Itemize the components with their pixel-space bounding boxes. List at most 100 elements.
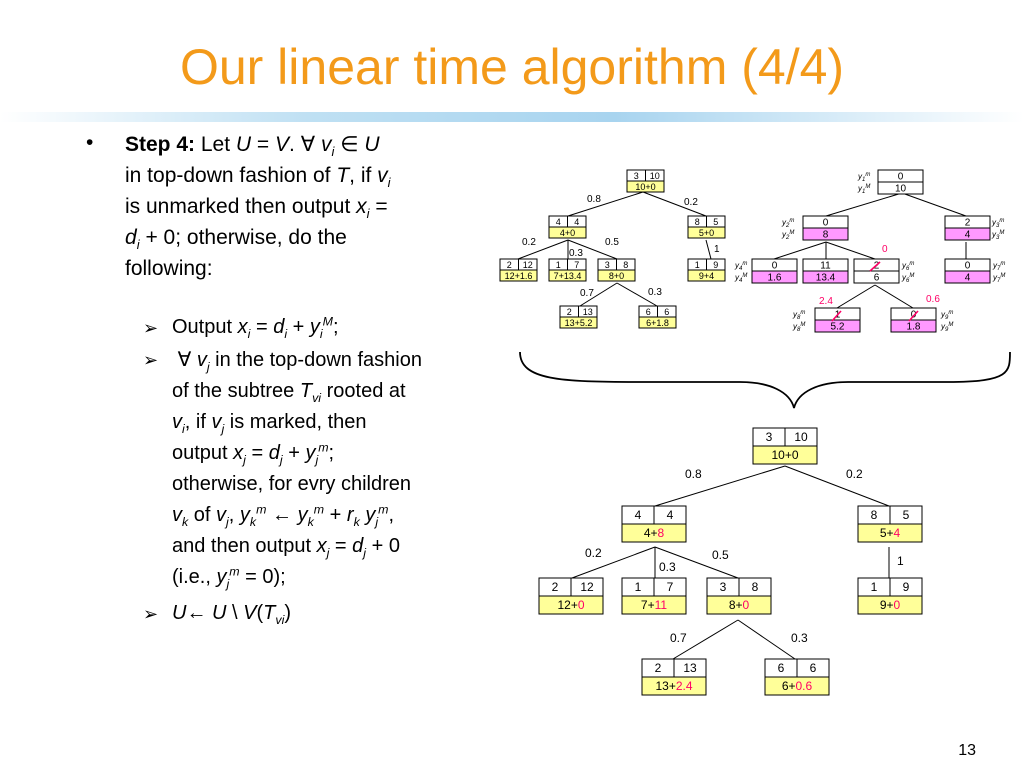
svg-text:3: 3 (766, 430, 773, 444)
edge-weight: 0.2 (585, 546, 602, 560)
y-label: y8M (792, 322, 805, 333)
svg-text:3: 3 (605, 260, 610, 270)
edge-weight: 0.3 (648, 287, 662, 298)
svg-text:2: 2 (567, 307, 572, 317)
svg-text:4: 4 (635, 508, 642, 522)
svg-text:13+5.2: 13+5.2 (565, 318, 593, 328)
edge-weight: 0.5 (605, 237, 619, 248)
page-number: 13 (958, 742, 976, 759)
svg-text:5: 5 (713, 217, 718, 227)
svg-text:8: 8 (623, 260, 628, 270)
edge-weight: 0.3 (569, 248, 583, 259)
svg-text:7+13.4: 7+13.4 (554, 271, 582, 281)
svg-text:13: 13 (583, 307, 593, 317)
update-value: 2.4 (819, 296, 833, 307)
svg-text:10+0: 10+0 (771, 448, 798, 462)
arrow-bullet-icon: ➢ (143, 318, 159, 338)
substep-forall-line-4: output xj = dj + yjm; (172, 440, 335, 467)
edge-weight: 0.8 (685, 467, 702, 481)
y-tree-node: 08 (802, 215, 849, 241)
svg-text:6: 6 (874, 273, 880, 284)
y-label: y3M (991, 230, 1004, 241)
y-tree-node: 01.6 (751, 258, 798, 284)
y-label: y4m (734, 261, 747, 272)
svg-text:6+0.6: 6+0.6 (782, 679, 813, 693)
step-label: Step 4: (125, 133, 196, 156)
substep-forall-line-2: of the subtree Tvi rooted at (172, 380, 406, 405)
svg-text:8: 8 (695, 217, 700, 227)
edge-weight: 0.3 (791, 631, 808, 645)
y-label: y8m (792, 310, 805, 321)
step4-line-2: in top-down fashion of T, if vi (125, 164, 391, 191)
bullet-dot: • (86, 131, 94, 154)
substep-update-U: U← U \ V(Tvi) (172, 602, 292, 627)
svg-text:10: 10 (895, 184, 907, 195)
big-tree-node: 8 55+4 (857, 505, 923, 543)
y-tree-node: 26 (853, 258, 900, 284)
svg-text:6+1.8: 6+1.8 (646, 318, 669, 328)
update-value: 0 (882, 244, 888, 255)
small-tree-node: 8 55+0 (687, 215, 726, 239)
svg-text:6: 6 (778, 661, 785, 675)
svg-text:2: 2 (552, 580, 559, 594)
svg-text:10: 10 (650, 171, 660, 181)
edge-weight: 1 (897, 554, 904, 568)
y-label: y1m (857, 172, 870, 183)
edge-weight: 0.7 (670, 631, 687, 645)
svg-text:11: 11 (820, 261, 831, 272)
svg-text:0: 0 (965, 261, 971, 272)
y-label: y9M (940, 322, 953, 333)
svg-text:3: 3 (634, 171, 639, 181)
edge-weight: 0.8 (587, 194, 601, 205)
svg-text:9: 9 (903, 580, 910, 594)
svg-text:8: 8 (752, 580, 759, 594)
y-label: y6m (901, 261, 914, 272)
svg-text:8: 8 (823, 230, 829, 241)
svg-text:4: 4 (965, 230, 971, 241)
y-label: y2M (781, 230, 794, 241)
slide-title: Our linear time algorithm (4/4) (179, 39, 845, 95)
svg-text:12: 12 (580, 580, 594, 594)
svg-text:2: 2 (507, 260, 512, 270)
big-tree-node: 4 44+8 (621, 505, 687, 543)
svg-text:4+8: 4+8 (644, 526, 665, 540)
step4-line-5: following: (125, 257, 213, 280)
svg-text:7+11: 7+11 (641, 598, 667, 612)
svg-text:4: 4 (574, 217, 579, 227)
svg-text:6: 6 (664, 307, 669, 317)
svg-text:10: 10 (794, 430, 808, 444)
svg-text:4: 4 (667, 508, 674, 522)
edge-weight: 0.2 (522, 237, 536, 248)
svg-text:12: 12 (523, 260, 533, 270)
y-label: y9m (940, 310, 953, 321)
substep-forall-line-8: (i.e., yjm = 0); (172, 564, 286, 591)
svg-text:8: 8 (871, 508, 878, 522)
svg-text:1: 1 (635, 580, 642, 594)
y-tree-node: 15.2 (814, 307, 861, 333)
y-label: y7M (992, 273, 1005, 284)
svg-text:4: 4 (965, 273, 971, 284)
y-tree-node: 01.8 (890, 307, 937, 333)
svg-text:5: 5 (903, 508, 910, 522)
svg-text:1: 1 (556, 260, 561, 270)
svg-text:0: 0 (823, 218, 829, 229)
y-label: y6M (901, 273, 914, 284)
svg-text:5+0: 5+0 (699, 228, 714, 238)
step4-line-1: Step 4: Let U = V. ∀ vi ∈ U (125, 133, 380, 160)
svg-text:10+0: 10+0 (635, 182, 655, 192)
arrow-bullet-icon: ➢ (143, 604, 159, 624)
edge-weight: 0.2 (846, 467, 863, 481)
svg-text:12+0: 12+0 (557, 598, 584, 612)
svg-text:5+4: 5+4 (880, 526, 901, 540)
